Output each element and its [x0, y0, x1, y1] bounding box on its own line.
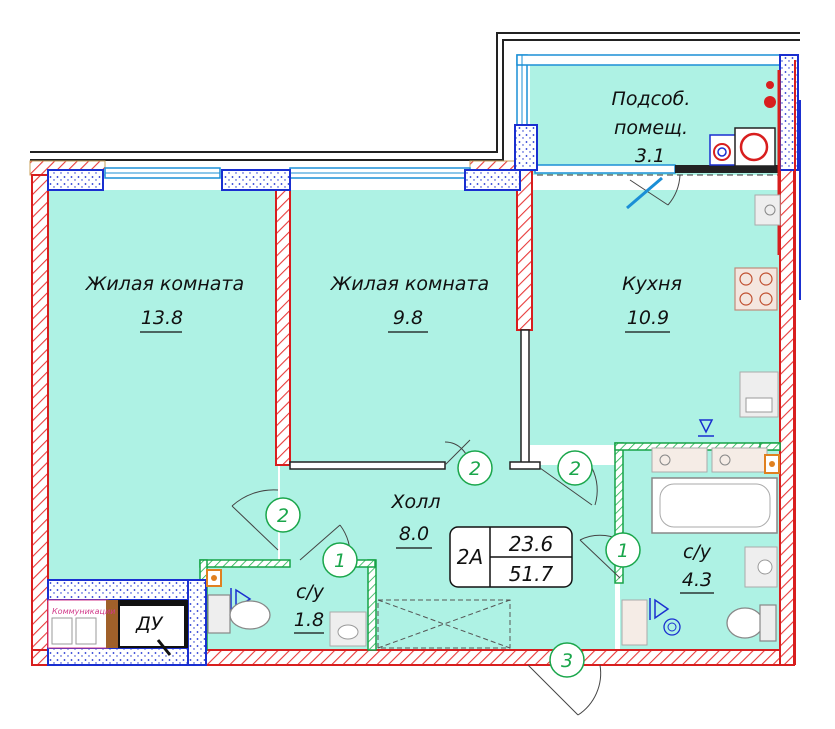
door-number: 1 [334, 550, 346, 572]
room-area-utility: 3.1 [635, 145, 665, 167]
building-outline [30, 32, 800, 161]
bathroom-sink-large [744, 546, 778, 588]
room-area-wc-small: 1.8 [294, 609, 324, 631]
room-name-hall: Холл [391, 491, 441, 513]
door-number: 2 [469, 458, 481, 480]
kitchen-counter-sink [739, 371, 779, 418]
room-labels: Жилая комната 13.8 Жилая комната 9.8 Кух… [85, 88, 714, 634]
apartment-tag: 2А 23.6 51.7 [449, 526, 573, 588]
loggia-rail [675, 165, 780, 173]
kitchen-sink [754, 194, 781, 226]
floor-area [48, 60, 780, 650]
water-heater [621, 599, 681, 646]
room-name-utility-2: помещ. [614, 117, 688, 139]
loggia-door [626, 176, 663, 210]
room-area-wc-large: 4.3 [682, 569, 712, 591]
room-name-utility-1: Подсоб. [612, 88, 691, 110]
room-area-living-1: 13.8 [141, 307, 183, 329]
interior-walls [275, 174, 541, 470]
apartment-living-area: 23.6 [509, 532, 554, 556]
chute-block [47, 599, 188, 656]
room-name-wc-small: с/у [296, 581, 325, 603]
washing-machines [651, 447, 768, 473]
bathtub [651, 477, 778, 534]
door-number: 1 [617, 540, 629, 562]
shaft-label: ДУ [135, 613, 164, 635]
riser-pipes [709, 60, 801, 665]
door-markers: 2 2 2 1 1 3 [265, 450, 641, 678]
apartment-total-area: 51.7 [509, 562, 554, 586]
note-label: Коммуникации [52, 607, 115, 616]
door-swings [231, 174, 681, 716]
door-number: 3 [561, 650, 573, 672]
door-number: 2 [277, 505, 289, 527]
room-name-kitchen: Кухня [622, 273, 682, 295]
valve-icon [230, 419, 714, 620]
door-number: 2 [569, 458, 581, 480]
wardrobe [377, 599, 511, 649]
room-name-living-2: Жилая комната [330, 273, 489, 295]
concrete-columns [47, 54, 799, 666]
stove [734, 267, 778, 311]
room-name-living-1: Жилая комната [85, 273, 244, 295]
room-name-wc-large: с/у [683, 541, 712, 563]
small-risers [206, 454, 780, 587]
room-area-living-2: 9.8 [393, 307, 423, 329]
room-area-kitchen: 10.9 [627, 307, 669, 329]
toilet-large [726, 604, 777, 642]
apartment-type: 2А [457, 545, 483, 569]
bathroom-sink-small [329, 611, 367, 647]
room-area-hall: 8.0 [399, 523, 429, 545]
toilet-small [207, 594, 271, 634]
